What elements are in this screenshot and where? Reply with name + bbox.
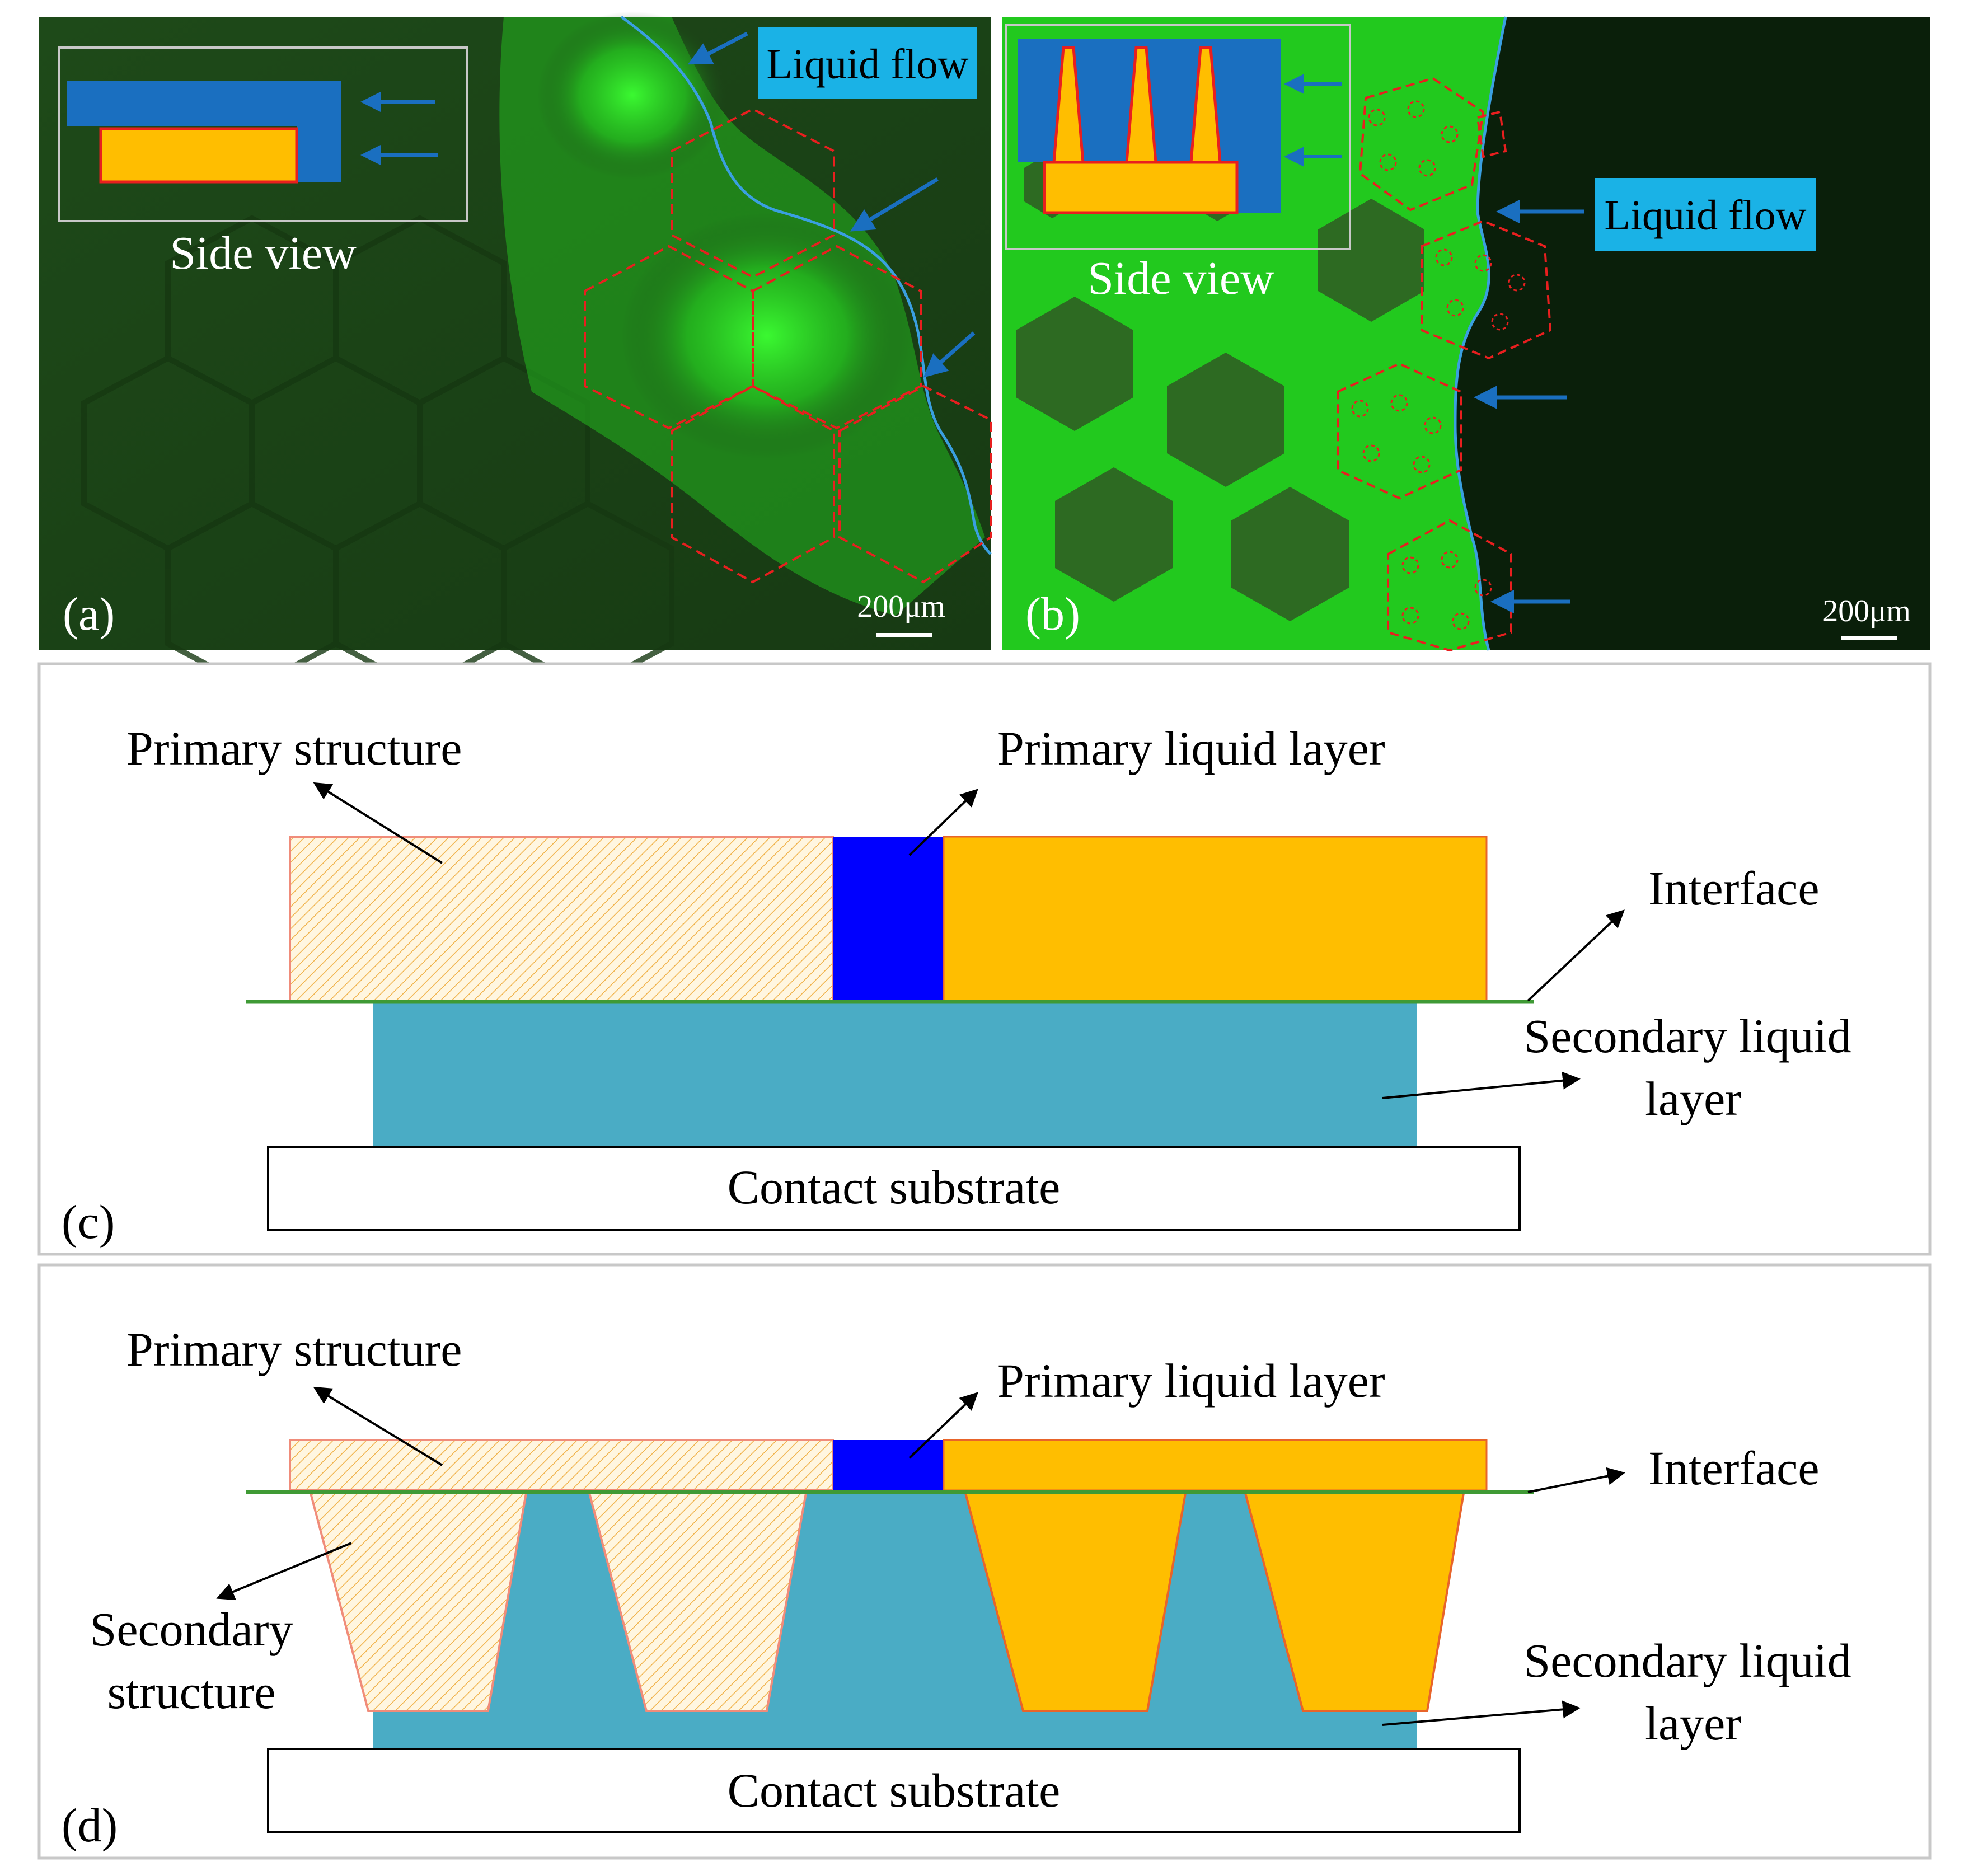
primary-structure-pointer-d (313, 1386, 443, 1466)
inset-label-b: Side view (1087, 252, 1274, 304)
inset-arrows-b (1284, 74, 1342, 167)
inset-structure-b (1043, 161, 1239, 214)
liquid-front-b (1454, 16, 1507, 651)
primary-structure-label-c: Primary structure (126, 721, 462, 775)
substrate-d (267, 1748, 1521, 1833)
secondary-pillars-solid-d (964, 1492, 1465, 1712)
inset-frame-a (58, 46, 468, 222)
primary-liquid-pointer-d (908, 1392, 978, 1459)
flow-arrows-a (687, 31, 976, 378)
liquid-front-a (620, 15, 992, 555)
primary-structure-hatched-d (289, 1439, 834, 1492)
inset-frame-b (1005, 24, 1351, 250)
flow-label-box-a (758, 27, 977, 99)
flow-label-box-b (1595, 178, 1816, 251)
primary-liquid-c (833, 837, 944, 1001)
flow-arrows-b (1474, 200, 1584, 613)
primary-liquid-d (833, 1440, 944, 1490)
primary-liquid-label-c: Primary liquid layer (997, 721, 1385, 775)
interface-pointer-d (1527, 1467, 1625, 1493)
panel-c: Contact substrate Primary structure Prim… (37, 662, 1932, 1256)
primary-liquid-pointer-c (908, 789, 978, 856)
interface-pointer-c (1527, 909, 1625, 1002)
dashed-hexagons-a (584, 107, 992, 584)
inset-arrows-a (360, 92, 438, 165)
secondary-liquid-pointer-d (1382, 1700, 1581, 1726)
panel-tag-c: (c) (62, 1195, 115, 1249)
inset-structure-a (99, 127, 298, 184)
secondary-liquid-label-c-2: layer (1645, 1072, 1741, 1125)
interface-label-d: Interface (1648, 1441, 1820, 1495)
panel-tag-d: (d) (62, 1798, 118, 1852)
dotted-circles-b (1351, 100, 1526, 630)
hex-texture-a (81, 215, 674, 692)
secondary-structure-label-d-1: Secondary (90, 1602, 293, 1656)
flow-label-b: Liquid flow (1605, 192, 1807, 239)
interface-label-c: Interface (1648, 861, 1820, 915)
flow-label-a: Liquid flow (767, 41, 969, 88)
panel-a: Liquid flow Side view (a) 200μm (39, 11, 992, 692)
secondary-liquid-label-d-1: Secondary liquid (1523, 1634, 1851, 1687)
secondary-liquid-pointer-c (1382, 1071, 1581, 1099)
substrate-label-d: Contact substrate (728, 1764, 1061, 1817)
panel-b: Liquid flow Side view (b) 200μm (1002, 16, 1930, 652)
panel-tag-b: (b) (1025, 588, 1080, 640)
liquid-core-a (621, 213, 912, 459)
secondary-pillars-hatched-d (309, 1492, 808, 1712)
secondary-liquid-d (373, 1492, 1417, 1750)
primary-structure-label-d: Primary structure (126, 1322, 462, 1376)
panel-tag-a: (a) (63, 588, 115, 640)
inset-liquid-a (67, 81, 341, 126)
secondary-structure-label-d-2: structure (107, 1665, 276, 1719)
primary-structure-solid-d (943, 1439, 1488, 1492)
panel-d: Contact substrate Primary structure Prim… (37, 1263, 1932, 1860)
liquid-core-a2 (537, 11, 728, 179)
secondary-liquid-label-c-1: Secondary liquid (1523, 1009, 1851, 1063)
secondary-liquid-c (373, 1003, 1417, 1147)
primary-structure-solid-c (943, 836, 1488, 1002)
dashed-hexagons-b (1337, 77, 1552, 652)
inset-label-a: Side view (170, 227, 357, 279)
substrate-c (267, 1146, 1521, 1231)
substrate-label-c: Contact substrate (728, 1160, 1061, 1214)
scale-label-b: 200μm (1822, 594, 1911, 629)
secondary-structure-pointer-d (216, 1542, 352, 1601)
inset-liquid-b-side (1237, 39, 1281, 213)
primary-liquid-label-d: Primary liquid layer (997, 1354, 1385, 1408)
primary-structure-hatched-c (289, 836, 834, 1002)
primary-structure-pointer-c (313, 782, 443, 864)
scale-label-a: 200μm (857, 589, 945, 624)
secondary-liquid-label-d-2: layer (1645, 1696, 1741, 1750)
inset-liquid-a-side (297, 81, 341, 182)
